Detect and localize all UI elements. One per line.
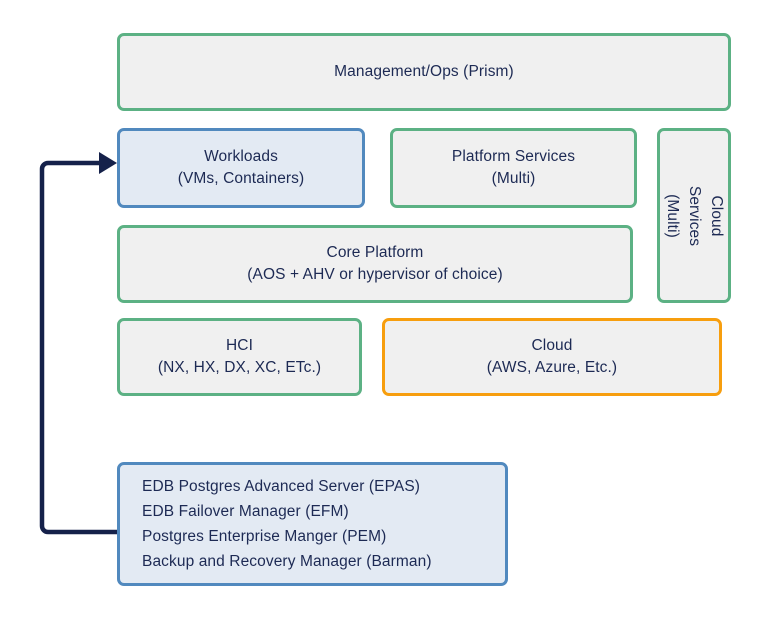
arrow-head-right (99, 152, 117, 174)
node-workloads[interactable]: Workloads (VMs, Containers) (117, 128, 365, 208)
node-cloud-services-label: Cloud Services (Multi) (664, 185, 725, 246)
node-management-ops[interactable]: Management/Ops (Prism) (117, 33, 731, 111)
list-item: Backup and Recovery Manager (Barman) (142, 553, 432, 571)
node-cloud-services[interactable]: Cloud Services (Multi) (657, 128, 731, 303)
node-cloud[interactable]: Cloud (AWS, Azure, Etc.) (382, 318, 722, 396)
list-item: EDB Postgres Advanced Server (EPAS) (142, 477, 421, 495)
node-core-platform[interactable]: Core Platform (AOS + AHV or hypervisor o… (117, 225, 633, 303)
node-platform-services[interactable]: Platform Services (Multi) (390, 128, 637, 208)
node-edb-components[interactable]: EDB Postgres Advanced Server (EPAS) EDB … (117, 462, 508, 586)
list-item: Postgres Enterprise Manger (PEM) (142, 528, 387, 545)
list-item: EDB Failover Manager (EFM) (142, 502, 349, 520)
edb-component-list: EDB Postgres Advanced Server (EPAS) EDB … (142, 474, 432, 574)
node-hci[interactable]: HCI (NX, HX, DX, XC, ETc.) (117, 318, 362, 396)
